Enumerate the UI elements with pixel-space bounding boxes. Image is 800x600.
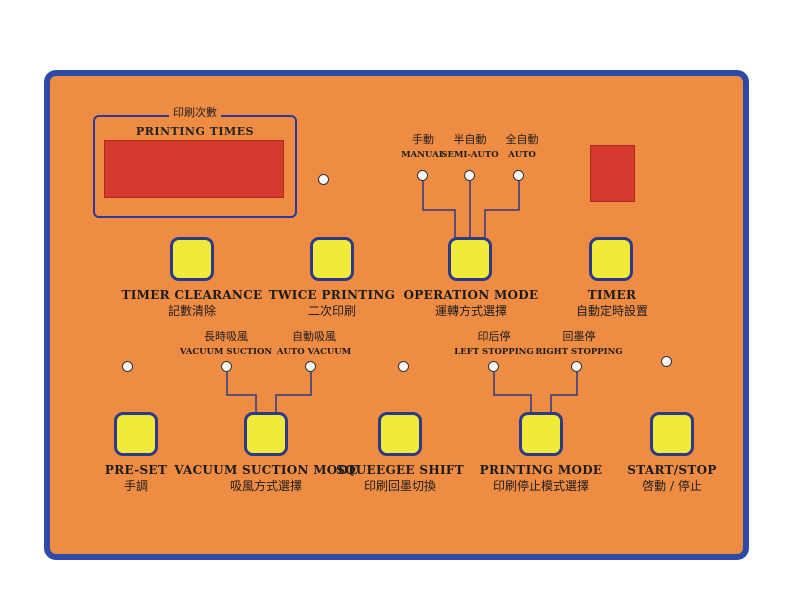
timer-clearance-button[interactable] xyxy=(170,237,214,281)
vacuum-suction-label-zh: 長時吸風 xyxy=(204,330,248,343)
twice-printing-led xyxy=(318,174,329,185)
left-stopping-label-en: LEFT STOPPING xyxy=(454,347,534,357)
printing-times-title-zh: 印刷次數 xyxy=(169,106,221,119)
right-stopping-led xyxy=(571,361,582,372)
timer-clearance-label-zh: 記數清除 xyxy=(167,304,217,318)
auto-led xyxy=(513,170,524,181)
pre-set-label-zh: 手調 xyxy=(123,479,149,493)
pre-set-label-en: PRE-SET xyxy=(104,463,168,477)
auto-vacuum-label-en: AUTO VACUUM xyxy=(276,347,352,357)
twice-printing-button[interactable] xyxy=(310,237,354,281)
squeegee-shift-led xyxy=(398,361,409,372)
start-stop-label-zh: 啓動 / 停止 xyxy=(642,479,702,493)
printing-mode-label-zh: 印刷停止模式選擇 xyxy=(492,479,590,493)
squeegee-shift-label-en: SQUEEGEE SHIFT xyxy=(336,463,464,477)
timer-display xyxy=(590,145,635,202)
mode-manual-label-en: MANUAL xyxy=(401,150,445,160)
operation-mode-button[interactable] xyxy=(448,237,492,281)
pre-set-led xyxy=(122,361,133,372)
printing-times-frame: 印刷次數 PRINTING TIMES xyxy=(93,106,297,218)
vacuum-suction-mode-label-en: VACUUM SUCTION MODE xyxy=(174,463,358,477)
printing-times-title-en: PRINTING TIMES xyxy=(135,125,255,138)
vacuum-suction-mode-label-zh: 吸風方式選擇 xyxy=(229,479,303,493)
mode-auto-label-zh: 全自動 xyxy=(505,133,539,146)
mode-auto-label-en: AUTO xyxy=(508,150,536,160)
operation-mode-label-zh: 運轉方式選擇 xyxy=(434,304,508,318)
printing-times-display xyxy=(104,140,284,198)
squeegee-shift-label-zh: 印刷回墨切換 xyxy=(363,479,437,493)
timer-label-en: TIMER xyxy=(587,288,637,302)
auto-vacuum-led xyxy=(305,361,316,372)
left-stopping-label-zh: 印后停 xyxy=(477,330,511,343)
twice-printing-label-en: TWICE PRINTING xyxy=(268,288,396,302)
timer-button[interactable] xyxy=(589,237,633,281)
semi-auto-led xyxy=(464,170,475,181)
start-stop-button[interactable] xyxy=(650,412,694,456)
printing-mode-label-en: PRINTING MODE xyxy=(479,463,603,477)
squeegee-shift-button[interactable] xyxy=(378,412,422,456)
operation-mode-label-en: OPERATION MODE xyxy=(403,288,539,302)
timer-label-zh: 自動定時設置 xyxy=(575,304,649,318)
vacuum-suction-label-en: VACUUM SUCTION xyxy=(179,347,273,357)
twice-printing-label-zh: 二次印刷 xyxy=(307,304,357,318)
timer-clearance-label-en: TIMER CLEARANCE xyxy=(121,288,263,302)
right-stopping-label-zh: 回墨停 xyxy=(562,330,596,343)
mode-semi-auto-label-en: SEMI-AUTO xyxy=(441,150,499,160)
start-stop-label-en: START/STOP xyxy=(627,463,717,477)
vacuum-suction-led xyxy=(221,361,232,372)
start-stop-led xyxy=(661,356,672,367)
mode-manual-label-zh: 手動 xyxy=(412,133,434,146)
mode-semi-auto-label-zh: 半自動 xyxy=(453,133,487,146)
auto-vacuum-label-zh: 自動吸風 xyxy=(292,330,336,343)
pre-set-button[interactable] xyxy=(114,412,158,456)
right-stopping-label-en: RIGHT STOPPING xyxy=(535,347,623,357)
left-stopping-led xyxy=(488,361,499,372)
manual-led xyxy=(417,170,428,181)
printing-mode-button[interactable] xyxy=(519,412,563,456)
vacuum-suction-mode-button[interactable] xyxy=(244,412,288,456)
